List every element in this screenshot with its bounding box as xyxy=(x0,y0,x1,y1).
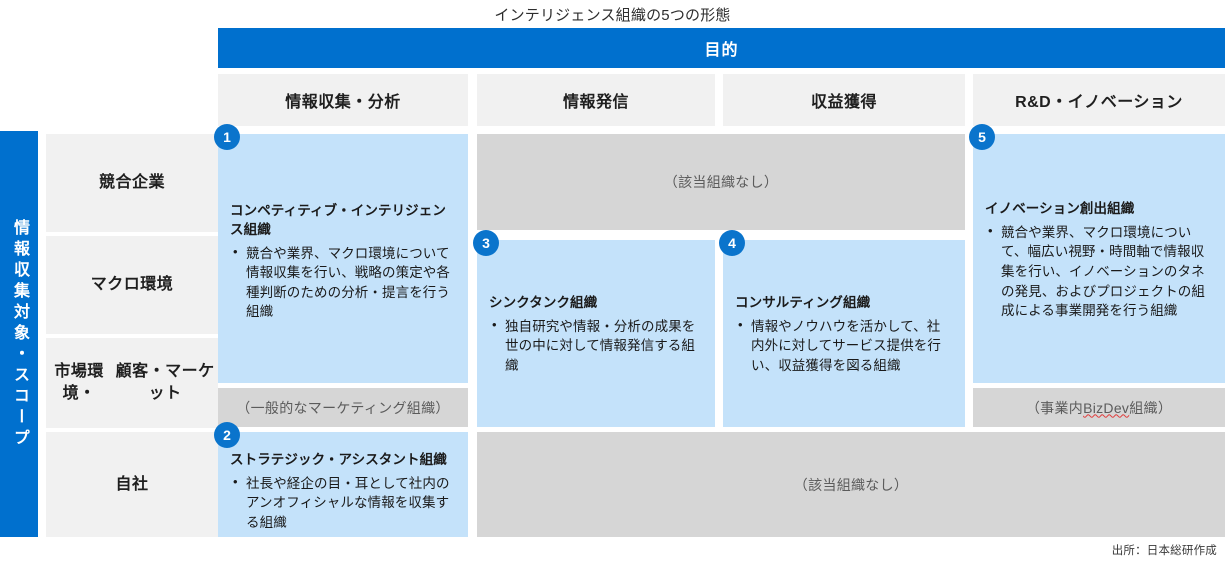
row-label-market-customer-line2: 顧客・マーケット xyxy=(115,363,215,402)
column-header-rnd-innovation: R&D・イノベーション xyxy=(973,74,1225,126)
badge-2: 2 xyxy=(214,422,240,448)
row-label-market-customer: 市場環境・ 顧客・マーケット xyxy=(46,338,218,428)
row-label-macro-environment: マクロ環境 xyxy=(46,236,218,334)
scope-axis-band: 情報収集対象・スコープ xyxy=(0,131,38,537)
column-header-information-gathering: 情報収集・分析 xyxy=(218,74,468,126)
cell-no-org-top-text: （該当組織なし） xyxy=(663,174,779,190)
badge-5: 5 xyxy=(969,124,995,150)
badge-3: 3 xyxy=(473,230,499,256)
scope-axis-label: 情報収集対象・スコープ xyxy=(11,218,28,450)
cell-strategic-assistant-title: ストラテジック・アシスタント組織 xyxy=(230,452,447,467)
source-note: 出所：日本総研作成 xyxy=(1111,545,1217,557)
cell-no-org-bottom: （該当組織なし） xyxy=(477,432,1225,537)
column-header-information-dissemination: 情報発信 xyxy=(477,74,715,126)
bizdev-prefix: （事業内 xyxy=(1025,399,1084,416)
cell-strategic-assistant[interactable]: ストラテジック・アシスタント組織 社長や経企の目・耳として社内のアンオフィシャル… xyxy=(218,432,468,537)
cell-think-tank-title: シンクタンク組織 xyxy=(489,295,598,310)
cell-no-org-top: （該当組織なし） xyxy=(477,134,965,230)
cell-innovation-creation[interactable]: イノベーション創出組織 競合や業界、マクロ環境について、幅広い視野・時間軸で情報… xyxy=(973,134,1225,383)
cell-think-tank[interactable]: シンクタンク組織 独自研究や情報・分析の成果を世の中に対して情報発信する組織 xyxy=(477,240,715,427)
badge-4: 4 xyxy=(719,230,745,256)
row-label-own-company: 自社 xyxy=(46,432,218,537)
bizdev-suffix: 組織） xyxy=(1129,399,1173,416)
cell-consulting-title: コンサルティング組織 xyxy=(735,295,871,310)
cell-competitive-intelligence-bullet: 競合や業界、マクロ環境について情報収集を行い、戦略の策定や各種判断のための分析・… xyxy=(230,243,456,322)
cell-consulting[interactable]: コンサルティング組織 情報やノウハウを活かして、社内外に対してサービス提供を行い… xyxy=(723,240,965,427)
column-header-revenue-generation: 収益獲得 xyxy=(723,74,965,126)
row-label-market-customer-line1: 市場環境・ xyxy=(54,363,104,402)
cell-think-tank-bullet: 独自研究や情報・分析の成果を世の中に対して情報発信する組織 xyxy=(489,316,703,376)
row-label-competitors: 競合企業 xyxy=(46,134,218,232)
cell-no-org-bottom-text: （該当組織なし） xyxy=(793,476,909,493)
cell-innovation-creation-bullet: 競合や業界、マクロ環境について、幅広い視野・時間軸で情報収集を行い、イノベーショ… xyxy=(985,222,1213,321)
bizdev-spellchecked-term: BizDev xyxy=(1083,399,1130,416)
cell-competitive-intelligence[interactable]: コンペティティブ・インテリジェンス組織 競合や業界、マクロ環境について情報収集を… xyxy=(218,134,468,383)
cell-general-marketing-note-text: （一般的なマーケティング組織） xyxy=(236,399,450,416)
cell-competitive-intelligence-title: コンペティティブ・インテリジェンス組織 xyxy=(230,203,446,237)
cell-innovation-creation-title: イノベーション創出組織 xyxy=(985,201,1135,216)
cell-consulting-bullet: 情報やノウハウを活かして、社内外に対してサービス提供を行い、収益獲得を図る組織 xyxy=(735,316,953,376)
page-title: インテリジェンス組織の5つの形態 xyxy=(494,7,731,24)
cell-strategic-assistant-bullet: 社長や経企の目・耳として社内のアンオフィシャルな情報を収集する組織 xyxy=(230,473,456,533)
cell-general-marketing-note: （一般的なマーケティング組織） xyxy=(218,388,468,427)
purpose-axis-band: 目的 xyxy=(218,28,1225,68)
badge-1: 1 xyxy=(214,124,240,150)
